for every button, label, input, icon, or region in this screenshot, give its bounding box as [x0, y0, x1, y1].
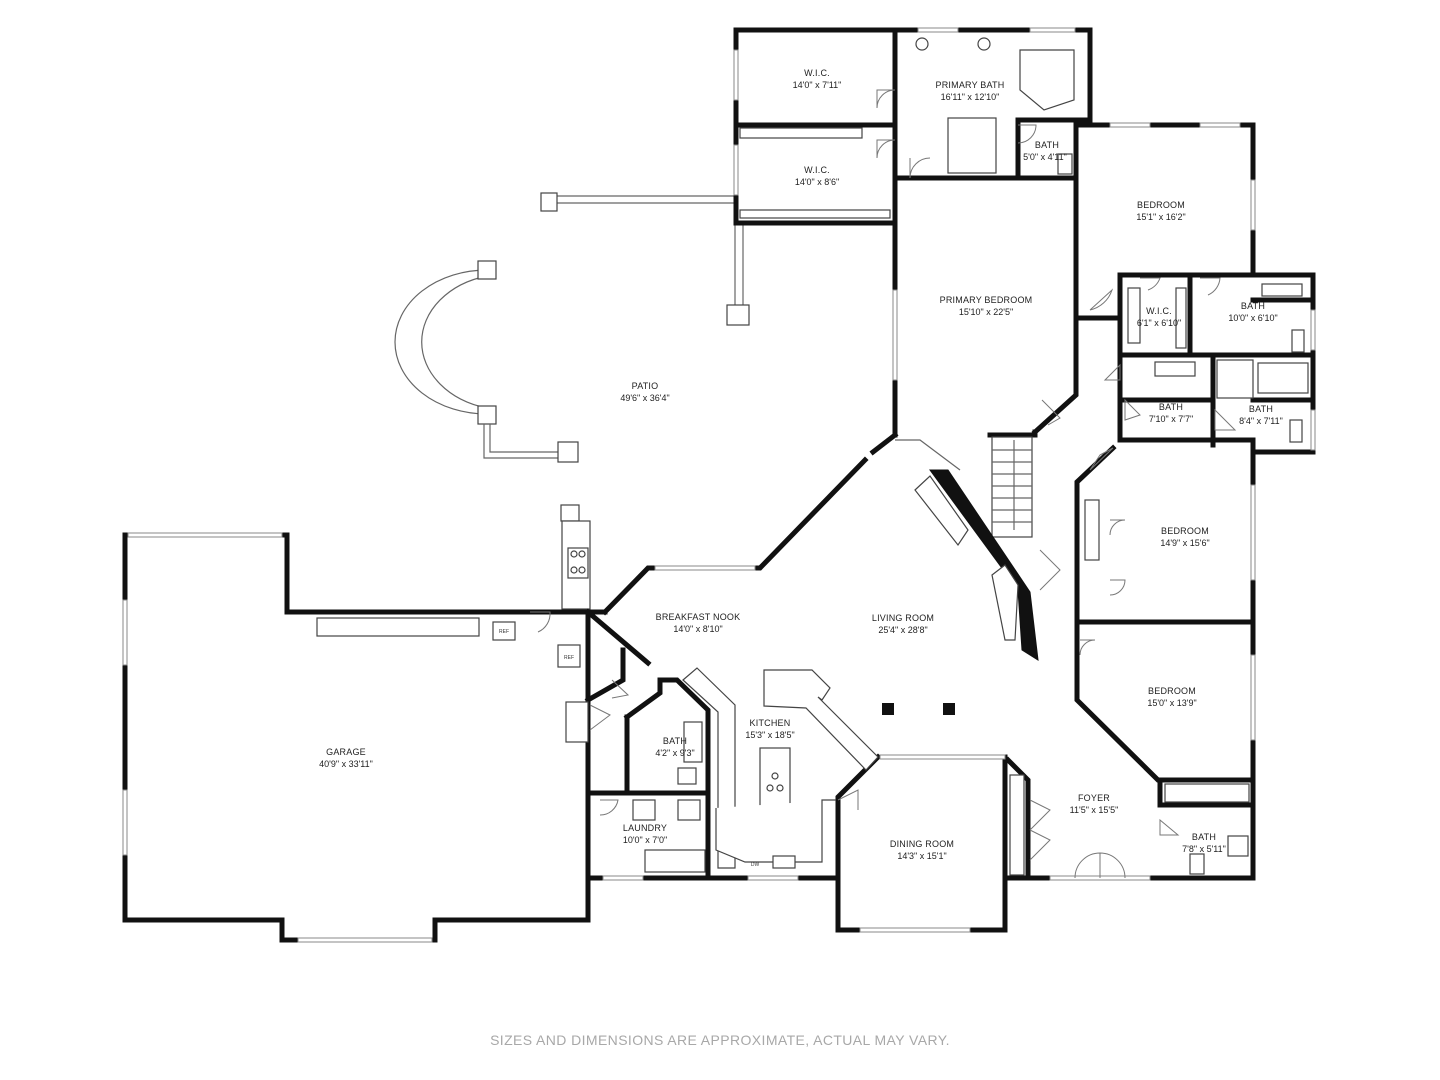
room-kitchen-dims: 15'3" x 18'5"	[745, 730, 794, 740]
room-laundry-name: LAUNDRY	[623, 823, 667, 833]
room-breakfast-nook-name: BREAKFAST NOOK	[656, 612, 741, 622]
room-bath-mid2-dims: 8'4" x 7'11"	[1239, 416, 1283, 426]
room-living-room-dims: 25'4" x 28'8"	[878, 625, 927, 635]
room-wic-3-name: W.I.C.	[1146, 306, 1172, 316]
living-room-column	[882, 703, 894, 715]
garage-fixtures: REF REF	[127, 532, 589, 943]
room-dining-room-name: DINING ROOM	[890, 839, 954, 849]
room-wic-1-dims: 14'0" x 7'11"	[793, 80, 842, 90]
room-bedroom-e-name: BEDROOM	[1161, 526, 1209, 536]
room-primary-bedroom-dims: 15'10" x 22'5"	[959, 307, 1013, 317]
bath-fixtures	[632, 37, 1309, 876]
room-laundry-dims: 10'0" x 7'0"	[623, 835, 667, 845]
room-living-room-name: LIVING ROOM	[872, 613, 934, 623]
room-primary-bedroom-name: PRIMARY BEDROOM	[940, 295, 1033, 305]
refrigerator-label: REF	[499, 629, 509, 635]
room-bath-mid-dims: 7'10" x 7'7"	[1149, 414, 1193, 424]
room-foyer-dims: 11'5" x 15'5"	[1070, 805, 1119, 815]
room-kitchen-name: KITCHEN	[750, 718, 791, 728]
room-bath-ne-name: BATH	[1241, 301, 1265, 311]
room-breakfast-nook-dims: 14'0" x 8'10"	[673, 624, 722, 634]
room-dining-room-dims: 14'3" x 15'1"	[897, 851, 946, 861]
door-swings	[530, 89, 1237, 879]
living-room-column	[943, 703, 955, 715]
room-bath-se-dims: 7'8" x 5'11"	[1182, 844, 1226, 854]
room-wic-3-dims: 6'1" x 6'10"	[1137, 318, 1181, 328]
room-primary-bath-name: PRIMARY BATH	[936, 80, 1005, 90]
room-wic-1-name: W.I.C.	[804, 68, 830, 78]
room-bedroom-e-dims: 14'9" x 15'6"	[1160, 538, 1209, 548]
room-bath-small-dims: 5'0" x 4'11"	[1023, 152, 1067, 162]
room-primary-bath-dims: 16'11" x 12'10"	[941, 92, 1000, 102]
dishwasher-label: DW	[751, 862, 760, 868]
room-patio-dims: 49'6" x 36'4"	[620, 393, 669, 403]
room-bath-se-name: BATH	[1192, 832, 1216, 842]
room-bedroom-ne-dims: 15'1" x 16'2"	[1136, 212, 1185, 222]
kitchen-fixtures: DW	[682, 667, 879, 869]
room-bedroom-se-name: BEDROOM	[1148, 686, 1196, 696]
room-garage-dims: 40'9" x 33'11"	[319, 759, 373, 769]
room-bedroom-ne-name: BEDROOM	[1137, 200, 1185, 210]
room-bath-kitchen-dims: 4'2" x 9'3"	[655, 748, 694, 758]
stairs-and-fireplace	[895, 436, 1039, 661]
room-bath-kitchen-name: BATH	[663, 736, 687, 746]
patio-structures	[394, 192, 750, 610]
room-wic-2-dims: 14'0" x 8'6"	[795, 177, 839, 187]
room-bedroom-se-dims: 15'0" x 13'9"	[1147, 698, 1196, 708]
refrigerator-label: REF	[564, 655, 574, 661]
room-garage-name: GARAGE	[326, 747, 366, 757]
room-wic-2-name: W.I.C.	[804, 165, 830, 175]
room-bath-small-name: BATH	[1035, 140, 1059, 150]
room-labels: W.I.C. 14'0" x 7'11" W.I.C. 14'0" x 8'6"…	[319, 68, 1283, 861]
room-patio-name: PATIO	[632, 381, 659, 391]
room-foyer-name: FOYER	[1078, 793, 1110, 803]
room-bath-ne-dims: 10'0" x 6'10"	[1228, 313, 1277, 323]
disclaimer-text: SIZES AND DIMENSIONS ARE APPROXIMATE, AC…	[490, 1032, 950, 1048]
room-bath-mid2-name: BATH	[1249, 404, 1273, 414]
room-bath-mid-name: BATH	[1159, 402, 1183, 412]
